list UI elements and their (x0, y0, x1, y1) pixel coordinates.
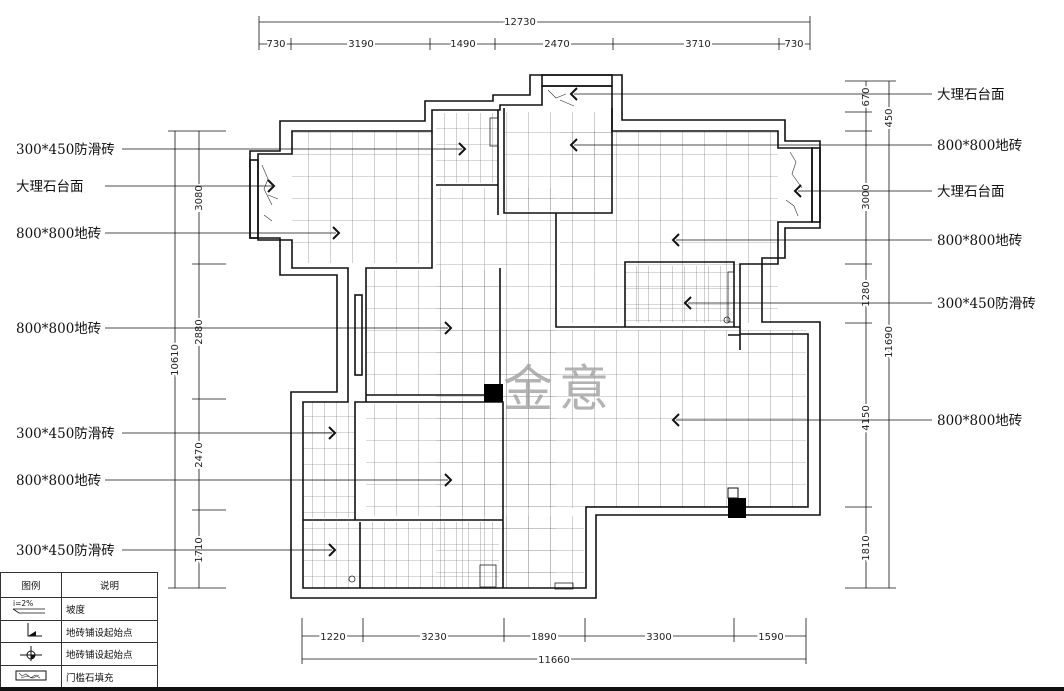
dim-bottom-seg-1: 1220 (320, 632, 345, 643)
tile-start-center-icon (0, 642, 62, 667)
dim-bottom-seg-5: 1590 (758, 632, 783, 643)
bedroom-northwest-floor (292, 131, 432, 263)
label-right-6: 800*800地砖 (937, 413, 1022, 429)
balcony-south-floor (504, 516, 584, 588)
dim-bottom-seg-3: 1890 (531, 632, 556, 643)
dim-right-segments: 670 3000 1280 4150 1810 (859, 85, 874, 562)
dim-left-seg-1: 3080 (194, 185, 205, 210)
column-block-center (484, 384, 503, 402)
label-left-2: 大理石台面 (16, 179, 84, 195)
legend-header-symbol: 图例 (0, 572, 62, 598)
dim-left-segments: 3080 2880 2470 1710 (192, 183, 207, 564)
label-right-2: 800*800地砖 (937, 138, 1022, 154)
legend-desc: 地砖铺设起始点 (61, 619, 158, 644)
dimensions-bottom (301, 618, 807, 664)
dim-bottom-total: 11660 (538, 655, 570, 666)
legend-desc: 地砖铺设起始点 (61, 642, 158, 667)
legend-header-row: 图例 说明 (0, 572, 158, 598)
dim-right-overall: 450 (884, 108, 895, 127)
slope-icon: i=2% (0, 596, 62, 621)
dim-top-seg-5: 3710 (685, 39, 710, 50)
bathroom-east-floor (625, 266, 730, 322)
dimensions-left (168, 130, 226, 589)
bathroom-north-floor (436, 113, 498, 183)
fixtures (348, 117, 735, 590)
tile-start-corner-icon (0, 619, 62, 644)
label-left-5: 300*450防滑砖 (16, 426, 115, 442)
label-left-1: 300*450防滑砖 (16, 142, 115, 158)
dim-top-segments: 730 3190 1490 2470 3710 730 (264, 37, 805, 52)
interior-walls (303, 108, 741, 588)
legend-desc: 门槛石填充 (61, 665, 158, 689)
legend-row: i=2% 坡度 (0, 596, 158, 621)
dim-left-seg-3: 2470 (194, 442, 205, 467)
window-middle-west (354, 294, 363, 376)
dim-top-seg-3: 1490 (450, 39, 475, 50)
label-right-5: 300*450防滑砖 (937, 296, 1036, 312)
dim-top-total: 12730 (504, 17, 536, 28)
window-north-kitchen (541, 74, 613, 87)
outer-wall-inner-line (257, 85, 813, 589)
tile-fills (292, 112, 806, 588)
marble-counters (261, 89, 803, 222)
dim-right-seg-5: 1810 (861, 535, 872, 560)
label-right-4: 800*800地砖 (937, 233, 1022, 249)
dim-right-seg-3: 1280 (861, 281, 872, 306)
bathroom-west-floor (303, 402, 355, 518)
label-left-4: 800*800地砖 (16, 321, 101, 337)
dim-right-seg-1: 670 (861, 87, 872, 106)
walls (249, 74, 821, 599)
legend-header-desc: 说明 (61, 572, 158, 598)
label-right-3: 大理石台面 (937, 184, 1005, 200)
legend-desc: 坡度 (61, 596, 158, 621)
dim-top-seg-6: 730 (784, 39, 803, 50)
dim-bottom-segments: 1220 3230 1890 3300 1590 (318, 630, 785, 645)
dim-left-total: 10610 (170, 344, 181, 376)
label-right-1: 大理石台面 (937, 87, 1005, 103)
dining-room-floor (366, 404, 504, 516)
outer-wall-outer-line (249, 74, 821, 599)
material-labels-left: 300*450防滑砖 大理石台面 800*800地砖 800*800地砖 300… (16, 142, 115, 559)
leader-arrows (267, 87, 802, 557)
dimensions-top (258, 16, 811, 50)
living-room-floor (500, 330, 806, 508)
bathroom-south-floor (303, 522, 499, 588)
threshold-stone-icon (0, 665, 62, 689)
dim-right-seg-4: 4150 (861, 405, 872, 430)
label-left-6: 800*800地砖 (16, 473, 101, 489)
dim-right-total: 11690 (884, 326, 895, 358)
leader-lines (105, 93, 932, 551)
dim-top-seg-1: 730 (266, 39, 285, 50)
legend-row: 门槛石填充 (0, 665, 158, 689)
legend-row: 地砖铺设起始点 (0, 619, 158, 644)
column-block-east-top (727, 487, 739, 499)
dim-right-seg-2: 3000 (861, 184, 872, 209)
bottom-border-bar (0, 687, 1064, 691)
window-west-1 (249, 159, 259, 239)
dim-top-seg-4: 2470 (544, 39, 569, 50)
watermark: 金意 (503, 360, 615, 418)
dim-top-seg-2: 3190 (348, 39, 373, 50)
label-left-7: 300*450防滑砖 (16, 543, 115, 559)
dim-bottom-seg-4: 3300 (646, 632, 671, 643)
label-left-3: 800*800地砖 (16, 226, 101, 242)
legend-table: 图例 说明 i=2% 坡度 地砖铺设起始点 (0, 572, 158, 689)
dim-bottom-seg-2: 3230 (421, 632, 446, 643)
dim-left-seg-2: 2880 (194, 319, 205, 344)
slope-text: i=2% (13, 599, 33, 608)
material-labels-right: 大理石台面 800*800地砖 大理石台面 800*800地砖 300*450防… (937, 87, 1036, 429)
column-block-east (728, 498, 746, 518)
dimensions-right (845, 80, 896, 589)
bedroom-middle-floor (366, 270, 498, 395)
legend-row: 地砖铺设起始点 (0, 642, 158, 667)
window-east-1 (811, 147, 821, 223)
